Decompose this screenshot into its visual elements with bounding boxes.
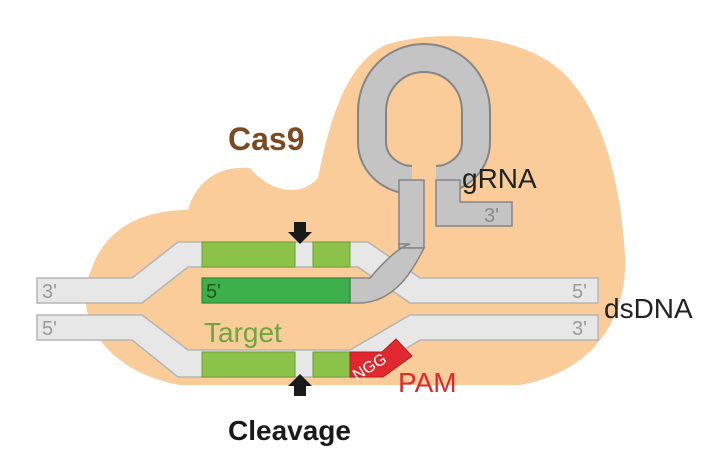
target-label: Target — [204, 317, 282, 348]
grna-label: gRNA — [462, 163, 537, 194]
top-left-end-label: 3' — [42, 281, 57, 303]
dsdna-label: dsDNA — [604, 293, 693, 324]
bottom-target-segment-right — [312, 351, 351, 378]
cleavage-label: Cleavage — [228, 415, 351, 446]
guide-spacer — [201, 277, 351, 304]
bottom-left-end-label: 5' — [42, 318, 57, 340]
guide-5prime-label: 5' — [206, 281, 221, 303]
dna-top-strand — [36, 241, 599, 304]
arrow-down-icon — [288, 222, 312, 244]
bottom-right-end-label: 3' — [572, 318, 587, 340]
pam-label: PAM — [398, 367, 457, 398]
grna-guide-body — [349, 243, 426, 304]
grna-3prime-label: 3' — [484, 205, 499, 227]
grna-hairpin-fill — [359, 45, 489, 193]
bottom-target-segment-left — [201, 351, 296, 378]
top-right-end-label: 5' — [572, 281, 587, 303]
pam-region — [349, 338, 413, 378]
arrow-up-icon — [288, 374, 312, 396]
dna-bottom-strand — [36, 314, 599, 378]
top-target-segment-left — [201, 241, 296, 268]
cas9-label: Cas9 — [228, 121, 305, 157]
top-target-segment-right — [312, 241, 351, 268]
